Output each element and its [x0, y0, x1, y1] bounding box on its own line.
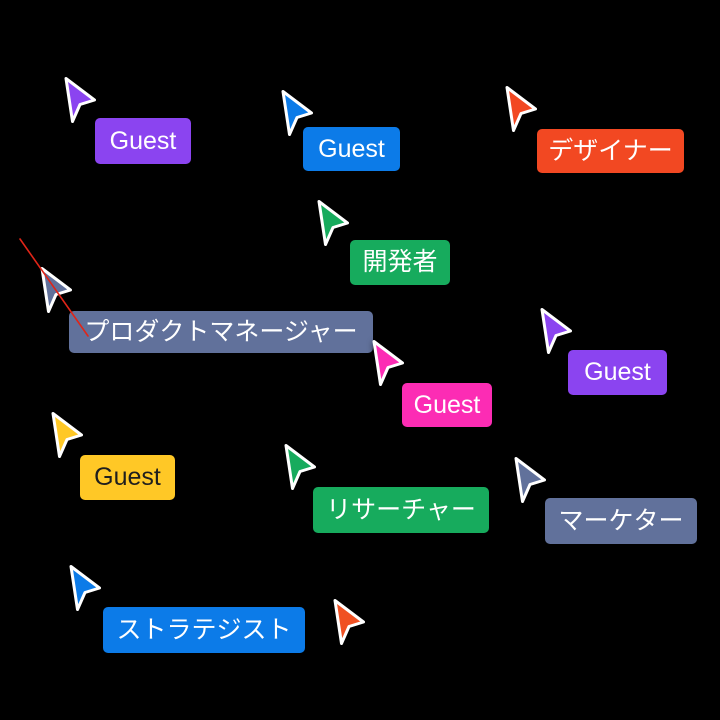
user-role-label: Guest [303, 127, 400, 171]
user-role-label: ストラテジスト [103, 607, 305, 653]
multiplayer-cursor-icon [69, 565, 101, 611]
user-role-label: 開発者 [350, 240, 450, 285]
user-role-label: マーケター [545, 498, 697, 544]
multiplayer-cursor-icon [333, 599, 365, 645]
multiplayer-cursor-icon [284, 444, 316, 490]
user-role-label: デザイナー [537, 129, 684, 173]
multiplayer-cursor-icon [317, 200, 349, 246]
user-role-label: プロダクトマネージャー [69, 311, 373, 353]
user-role-label: Guest [402, 383, 492, 427]
multiplayer-cursor-icon [505, 86, 537, 132]
multiplayer-cursor-icon [51, 412, 83, 458]
multiplayer-cursor-icon [372, 340, 404, 386]
multiplayer-cursor-icon [514, 457, 546, 503]
user-role-label: Guest [80, 455, 175, 500]
multiplayer-cursor-icon [281, 90, 313, 136]
multiplayer-cursor-icon [40, 267, 72, 313]
multiplayer-cursor-icon [540, 308, 572, 354]
user-role-label: Guest [95, 118, 191, 164]
user-role-label: リサーチャー [313, 487, 489, 533]
multiplayer-cursor-icon [64, 77, 96, 123]
user-role-label: Guest [568, 350, 667, 395]
